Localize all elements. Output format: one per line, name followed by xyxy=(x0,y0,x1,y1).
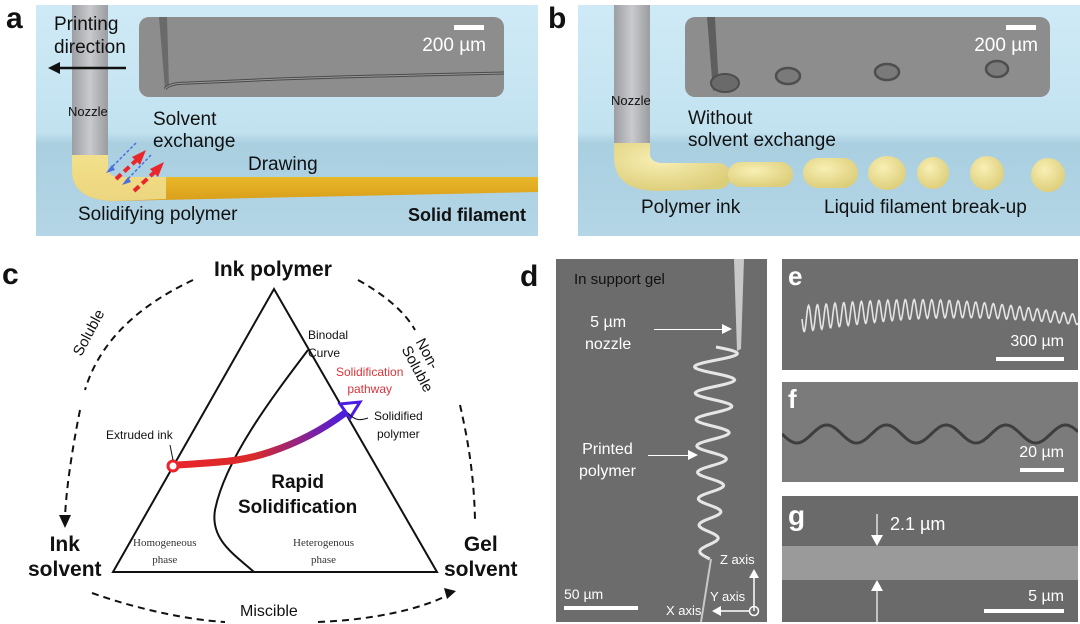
z-axis-label: Z axis xyxy=(720,552,755,567)
non-soluble-arc xyxy=(357,279,416,331)
panel-c-label: c xyxy=(2,258,19,291)
triangle xyxy=(111,286,439,573)
panel-b-illustration xyxy=(614,5,1065,192)
miscible-arc xyxy=(91,592,226,623)
panel-b-label: b xyxy=(548,2,567,35)
fiber xyxy=(782,546,1078,580)
soluble-arc xyxy=(84,279,194,391)
helix-image xyxy=(801,298,1078,333)
panel-g-label: g xyxy=(788,500,806,531)
panel-g-micrograph: g 2.1 µm 5 µm xyxy=(782,496,1078,622)
support-gel-label: In support gel xyxy=(574,271,665,288)
scale-bar xyxy=(454,25,484,30)
ternary-diagram xyxy=(59,279,476,623)
solidifying-polymer-label: Solidifying polymer xyxy=(78,204,238,225)
ink-shape xyxy=(614,143,731,191)
panel-e-micrograph: e 300 µm xyxy=(782,259,1078,370)
width-arrows-icon xyxy=(871,514,883,622)
nozzle-shape xyxy=(72,5,108,155)
panel-d-label: d xyxy=(520,260,539,293)
pathway-arrowhead xyxy=(337,400,363,421)
ink-polymer-label: Ink polymer xyxy=(214,258,332,281)
scale-label: 50 µm xyxy=(564,586,604,602)
axis-triad-icon xyxy=(712,569,760,617)
solid-filament-label: Solid filament xyxy=(407,205,526,225)
scale-label: 300 µm xyxy=(1010,333,1064,350)
droplet xyxy=(868,156,906,190)
nozzle-label: Nozzle xyxy=(611,93,651,108)
scale-bar xyxy=(984,609,1064,613)
segment xyxy=(803,158,858,188)
x-axis-label: X axis xyxy=(666,603,702,618)
panel-b-micrograph: 200 µm xyxy=(685,17,1050,97)
miscible-label: Miscible xyxy=(240,603,298,620)
solvent-exchange-arrows xyxy=(106,142,164,193)
solidification-pathway xyxy=(177,410,348,469)
extruded-ink-label: Extruded ink xyxy=(106,428,173,442)
polymer-arrow xyxy=(648,455,690,456)
printed-helix xyxy=(692,345,739,561)
helix-image xyxy=(782,423,1078,445)
breakup-label: Liquid filament break-up xyxy=(824,197,1027,218)
droplet xyxy=(970,156,1004,190)
scale-label: 5 µm xyxy=(1028,588,1064,605)
extruded-ink-marker xyxy=(166,459,180,473)
panel-a-micrograph: 200 µm xyxy=(139,17,504,97)
drawing-label: Drawing xyxy=(248,154,318,175)
panel-f-micrograph: f 20 µm xyxy=(782,382,1078,482)
panel-f-label: f xyxy=(788,384,797,414)
width-label: 2.1 µm xyxy=(890,514,946,534)
droplet xyxy=(917,157,949,189)
scale-label: 200 µm xyxy=(422,35,486,56)
binodal-curve xyxy=(213,349,309,573)
scale-label: 20 µm xyxy=(1019,444,1064,461)
scale-label: 200 µm xyxy=(974,35,1038,56)
nozzle-shape xyxy=(614,5,650,143)
filament-shape xyxy=(72,155,538,201)
panel-a-label: a xyxy=(6,2,23,35)
nozzle-tip xyxy=(734,259,744,351)
polymer-ink-label: Polymer ink xyxy=(641,197,741,218)
scale-bar xyxy=(1020,468,1064,472)
scale-bar xyxy=(564,606,638,610)
segment xyxy=(728,162,793,187)
y-axis-label: Y axis xyxy=(710,589,746,604)
printed-helix xyxy=(782,423,1078,445)
panel-e-label: e xyxy=(788,261,803,291)
printed-helix xyxy=(801,298,1078,333)
scale-bar xyxy=(996,357,1064,361)
helix-image xyxy=(692,259,744,622)
panel-a-illustration xyxy=(48,5,538,201)
nozzle-label: Nozzle xyxy=(68,104,108,119)
scale-bar xyxy=(1006,25,1036,30)
droplet xyxy=(1031,158,1065,192)
nozzle-arrow xyxy=(654,329,724,330)
